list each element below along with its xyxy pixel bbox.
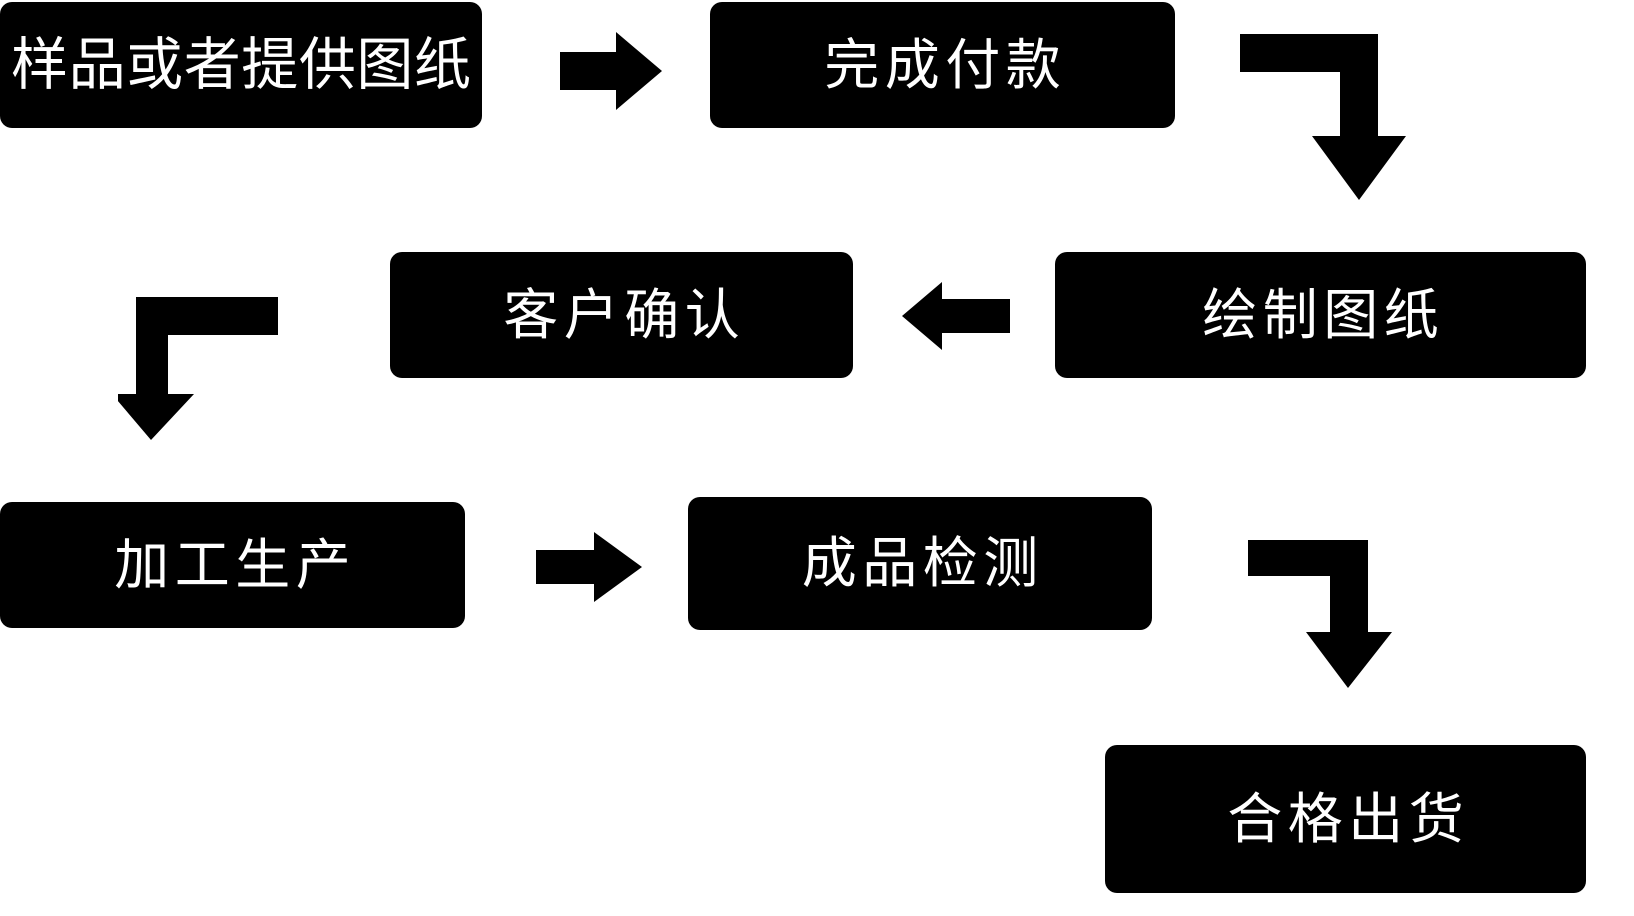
arrow-right-icon-production-to-inspection — [536, 532, 642, 602]
arrow-right-icon-sample-to-payment — [560, 32, 662, 110]
node-payment[interactable]: 完成付款 — [710, 2, 1175, 128]
node-shipment-label: 合格出货 — [1227, 787, 1470, 850]
node-production[interactable]: 加工生产 — [0, 502, 465, 628]
node-drawing-label: 绘制图纸 — [1202, 283, 1445, 346]
node-inspection[interactable]: 成品检测 — [688, 497, 1152, 630]
node-confirm[interactable]: 客户确认 — [390, 252, 853, 378]
node-shipment[interactable]: 合格出货 — [1105, 745, 1586, 893]
node-production-label: 加工生产 — [114, 533, 357, 596]
node-confirm-label: 客户确认 — [503, 283, 746, 346]
node-sample-label: 样品或者提供图纸 — [11, 32, 472, 97]
arrow-elbow-right-down-icon-inspection-to-shipment — [1248, 540, 1392, 688]
arrow-left-icon-drawing-to-confirm — [902, 282, 1010, 350]
node-payment-label: 完成付款 — [824, 33, 1067, 96]
arrow-elbow-right-down-icon-payment-to-drawing — [1240, 34, 1406, 200]
node-drawing[interactable]: 绘制图纸 — [1055, 252, 1586, 378]
node-sample[interactable]: 样品或者提供图纸 — [0, 2, 482, 128]
arrow-elbow-left-down-icon-confirm-to-production — [118, 297, 278, 440]
node-inspection-label: 成品检测 — [801, 532, 1044, 594]
